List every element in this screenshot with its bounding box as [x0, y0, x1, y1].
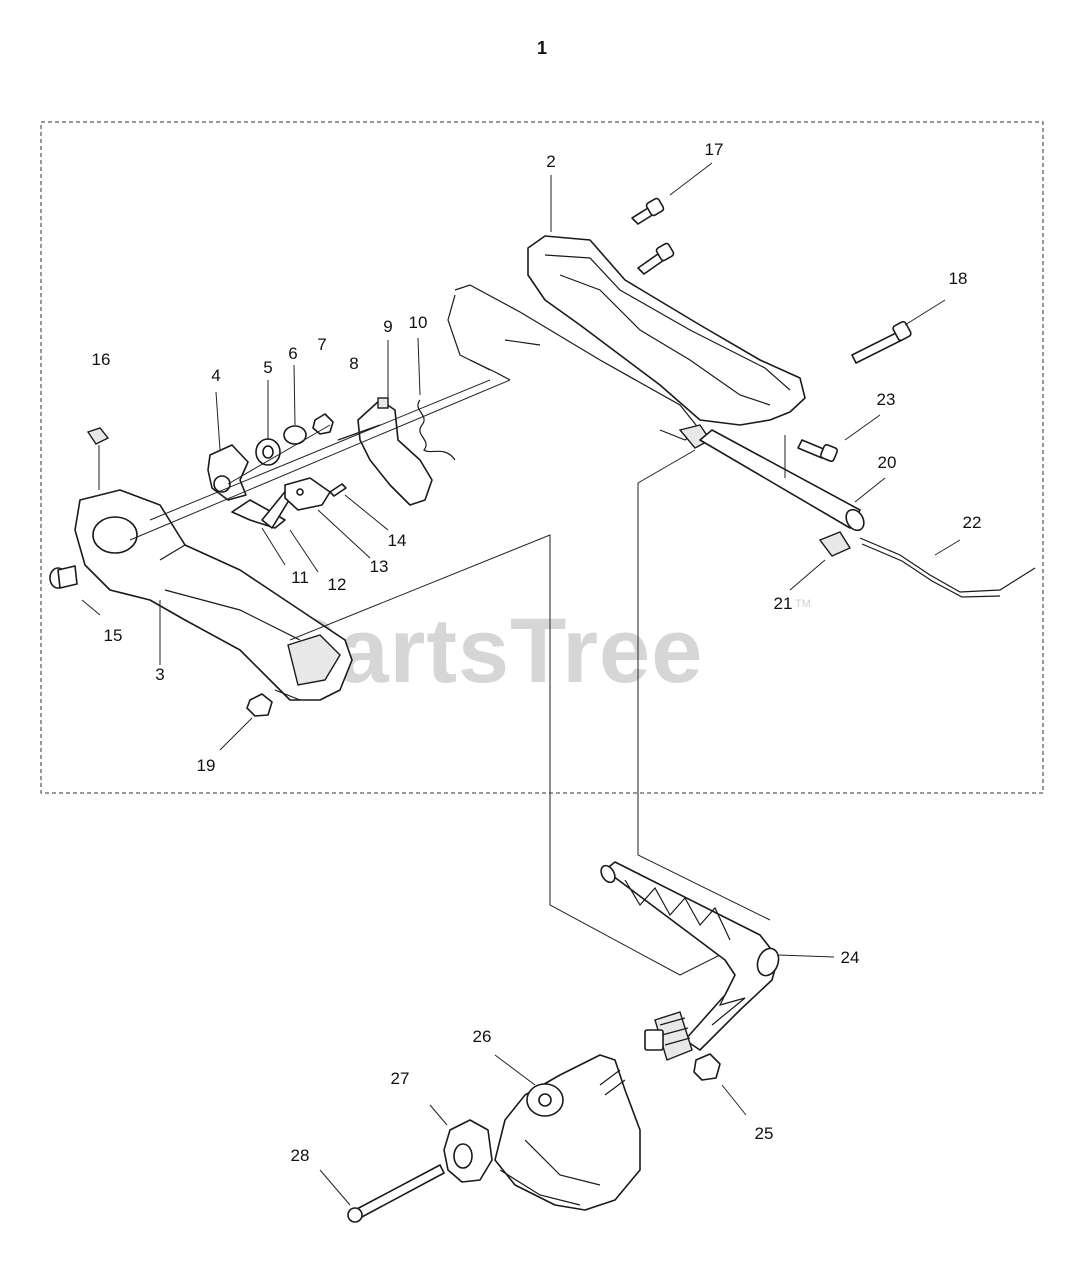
label-25: 25	[755, 1124, 774, 1143]
label-27: 27	[391, 1069, 410, 1088]
clip-16	[86, 427, 110, 445]
label-18: 18	[949, 269, 968, 288]
wire-connector	[469, 359, 511, 381]
knob-4	[207, 444, 249, 501]
label-19: 19	[197, 756, 216, 775]
screw-14	[329, 483, 347, 497]
upper-handle-frame	[447, 235, 806, 449]
part-labels: 2 3 4 5 6 7 8 9 10 11 12 13 14 15 16 17 …	[92, 140, 982, 1165]
label-10: 10	[409, 313, 428, 332]
label-26: 26	[473, 1027, 492, 1046]
assembly-guide-lines	[129, 379, 786, 976]
label-9: 9	[383, 317, 392, 336]
label-12: 12	[328, 575, 347, 594]
nut-25	[693, 1053, 721, 1081]
clamp-26	[494, 1054, 641, 1211]
throttle-trigger-9	[337, 397, 433, 506]
label-7: 7	[317, 335, 326, 354]
diagram-title: 1	[537, 38, 547, 58]
shaft-tube-20	[699, 429, 865, 532]
label-24: 24	[841, 948, 860, 967]
label-4: 4	[211, 366, 220, 385]
label-17: 17	[705, 140, 724, 159]
label-2: 2	[546, 152, 555, 171]
bolt-28	[347, 1164, 445, 1223]
throttle-cable-22	[818, 531, 1036, 598]
bolt-17	[631, 197, 675, 275]
bolt-18	[851, 320, 912, 364]
washer-6	[283, 425, 307, 445]
label-22: 22	[963, 513, 982, 532]
label-14: 14	[388, 531, 407, 550]
label-20: 20	[878, 453, 897, 472]
label-16: 16	[92, 350, 111, 369]
nut-19	[246, 693, 273, 717]
nut-7	[312, 413, 334, 435]
label-3: 3	[155, 665, 164, 684]
bolt-23	[797, 439, 839, 463]
stop-switch-13	[284, 477, 331, 511]
splined-hub	[644, 1011, 693, 1061]
assembly-boundary	[40, 121, 1044, 794]
spring-10	[417, 399, 456, 461]
label-8: 8	[349, 354, 358, 373]
label-13: 13	[370, 557, 389, 576]
plug-15	[49, 565, 78, 589]
bike-handle-24	[600, 861, 780, 1051]
watermark-tm: TM	[795, 598, 811, 610]
leader-lines	[81, 162, 961, 1206]
label-21: 21	[774, 594, 793, 613]
knob-27	[443, 1119, 493, 1183]
label-28: 28	[291, 1146, 310, 1165]
label-23: 23	[877, 390, 896, 409]
label-5: 5	[263, 358, 272, 377]
label-6: 6	[288, 344, 297, 363]
label-15: 15	[104, 626, 123, 645]
label-11: 11	[291, 568, 309, 587]
lower-handle-housing	[74, 489, 353, 701]
